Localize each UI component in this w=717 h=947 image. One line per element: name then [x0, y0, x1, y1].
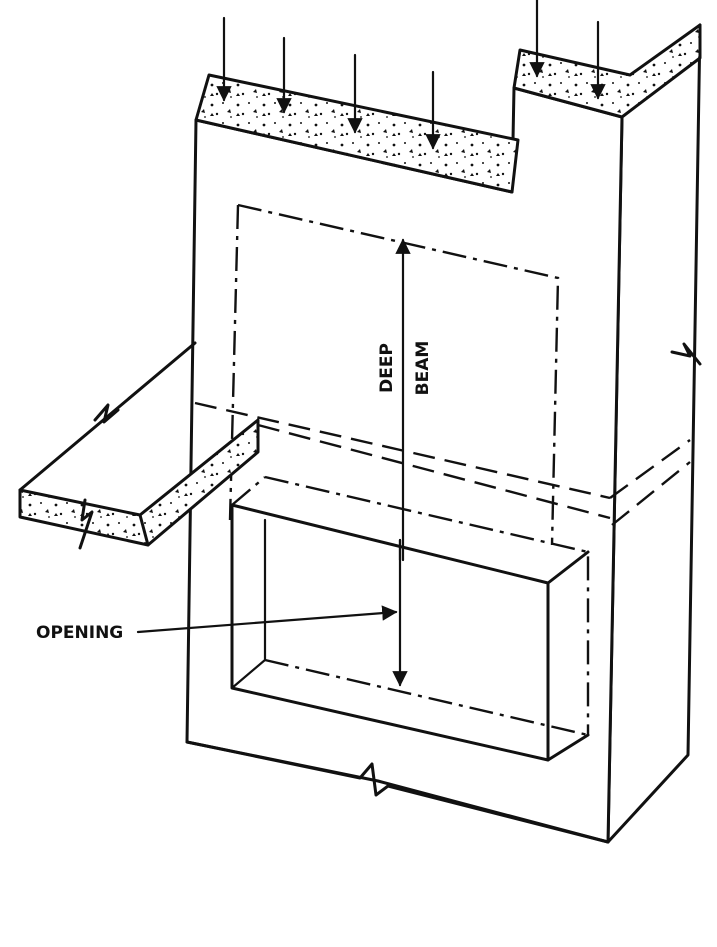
opening-label: OPENING [36, 623, 123, 643]
top-slab-right [512, 23, 702, 119]
opening-leader [136, 605, 398, 634]
load-arrows [216, 0, 606, 150]
deep-beam-dimension [392, 238, 411, 687]
beam-label: BEAM [413, 341, 433, 396]
deep-label: DEEP [377, 343, 397, 393]
opening [230, 475, 590, 762]
side-break-symbol [670, 342, 702, 366]
floor-slab-left [18, 341, 260, 550]
